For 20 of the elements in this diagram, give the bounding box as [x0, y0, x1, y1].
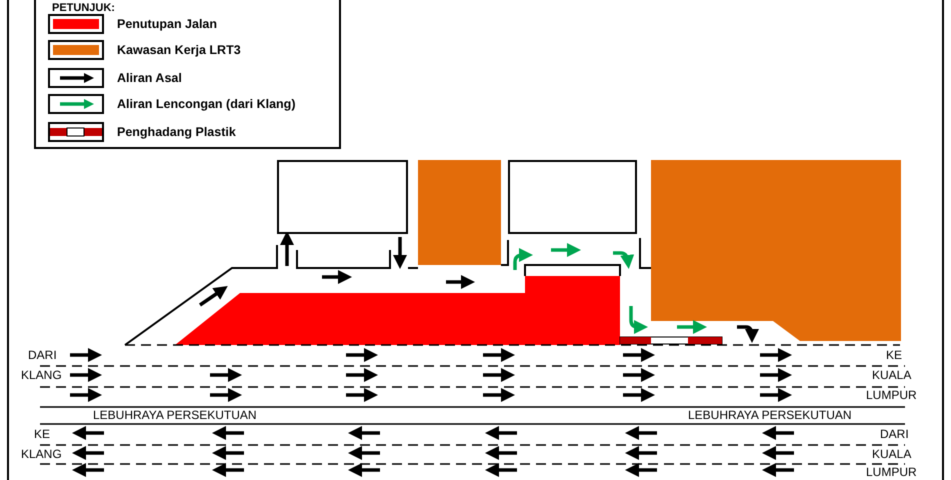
legend-text: Kawasan Kerja LRT3 — [117, 43, 241, 57]
road-label: LEBUHRAYA PERSEKUTUAN — [93, 409, 257, 422]
legend-text: Penutupan Jalan — [117, 17, 218, 31]
road-label: LEBUHRAYA PERSEKUTUAN — [688, 409, 852, 422]
road-label: DARI — [880, 428, 909, 441]
road-label: KE — [34, 428, 50, 441]
legend-text: Aliran Asal — [117, 71, 182, 85]
station-box — [508, 160, 637, 234]
road-label: DARI — [28, 349, 57, 362]
road-label: KUALA — [872, 448, 912, 461]
legend-text: Penghadang Plastik — [117, 125, 236, 139]
station-box — [277, 160, 408, 234]
legend-text: Aliran Lencongan (dari Klang) — [117, 97, 296, 111]
road-label: LUMPUR — [866, 466, 917, 479]
legend-heading: PETUNJUK: — [52, 2, 115, 15]
road-label: KUALA — [872, 369, 912, 382]
road-label: KLANG — [21, 369, 62, 382]
road-label: KLANG — [21, 448, 62, 461]
road-label: KE — [886, 349, 902, 362]
road-label: LUMPUR — [866, 389, 917, 402]
